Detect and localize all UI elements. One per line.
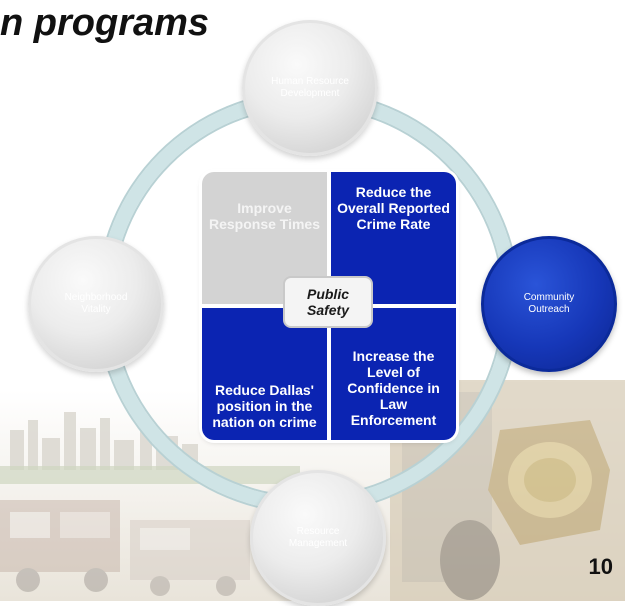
- node-resource-management: Resource Management: [250, 470, 386, 606]
- node-label: Community Outreach: [523, 292, 575, 315]
- page-number: 10: [588, 554, 613, 579]
- node-neighborhood-vitality: Neighborhood Vitality: [28, 236, 164, 372]
- center-label-box: Public Safety: [283, 276, 373, 328]
- node-label: Resource Management: [288, 526, 348, 549]
- quadrant-reduce-dallas-position: Reduce Dallas' position in the nation on…: [202, 308, 327, 440]
- node-label: Neighborhood Vitality: [64, 292, 128, 315]
- node-community-outreach: Community Outreach: [481, 236, 617, 372]
- node-label: Human Resource Development: [271, 76, 349, 99]
- quadrant-label: Improve Response Times: [208, 200, 320, 232]
- quadrant-label: Increase the Level of Confidence in Law …: [347, 348, 440, 428]
- node-human-resource-development: Human Resource Development: [242, 20, 378, 156]
- slide-title: n programs: [0, 2, 210, 44]
- center-label: Public Safety: [306, 286, 350, 318]
- quadrant-label: Reduce the Overall Reported Crime Rate: [337, 184, 450, 232]
- quadrant-label: Reduce Dallas' position in the nation on…: [212, 382, 317, 430]
- quadrant-increase-confidence: Increase the Level of Confidence in Law …: [331, 308, 456, 440]
